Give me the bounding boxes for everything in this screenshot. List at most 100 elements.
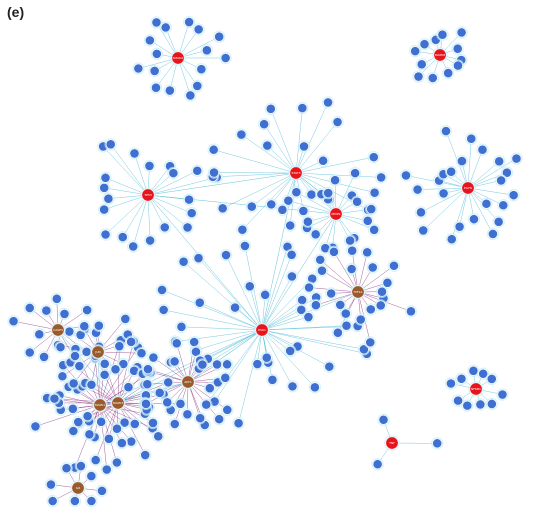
leaf-node <box>220 358 234 371</box>
hub-node-il6: IL6 <box>70 480 86 496</box>
node-circle <box>86 379 97 390</box>
leaf-node <box>29 420 42 433</box>
leaf-node <box>496 388 509 401</box>
node-circle <box>310 229 321 240</box>
leaf-node <box>193 296 206 309</box>
node-circle <box>369 224 380 235</box>
leaf-node <box>375 285 389 298</box>
hub-node-esr1: ESR1 <box>254 322 270 338</box>
leaf-node <box>210 358 224 371</box>
leaf-node <box>99 171 112 185</box>
node-circle <box>144 161 155 171</box>
leaf-node <box>315 264 329 277</box>
node-circle <box>151 17 162 28</box>
node-circle <box>73 417 84 427</box>
leaf-node <box>455 372 468 385</box>
hub-edge <box>261 213 337 331</box>
leaf-edge <box>261 329 367 355</box>
leaf-node <box>83 428 96 441</box>
node-circle <box>401 170 411 181</box>
node-circle <box>178 256 189 267</box>
node-circle <box>406 306 416 317</box>
node-circle <box>462 400 473 411</box>
leaf-node <box>324 287 338 300</box>
leaf-node <box>95 484 109 498</box>
leaf-node <box>323 360 336 373</box>
leaf-node <box>74 459 88 473</box>
node-circle <box>446 166 457 177</box>
leaf-node <box>374 171 388 184</box>
node-circle <box>318 155 329 166</box>
node-circle <box>159 222 170 233</box>
leaf-node <box>94 415 108 429</box>
leaf-edge <box>261 316 309 331</box>
node-circle <box>236 129 247 140</box>
node-circle <box>410 46 421 57</box>
leaf-node <box>510 152 523 165</box>
node-circle <box>289 166 303 180</box>
leaf-node <box>492 155 506 168</box>
leaf-node <box>476 143 489 156</box>
leaf-edge <box>295 121 338 174</box>
node-circle <box>456 373 467 384</box>
node-circle <box>303 312 314 322</box>
leaf-node <box>232 416 245 430</box>
leaf-node <box>98 181 111 195</box>
node-circle <box>222 359 233 370</box>
leaf-node <box>7 315 20 328</box>
node-circle <box>306 189 317 200</box>
leaf-node <box>81 409 94 423</box>
node-circle <box>508 190 519 201</box>
leaf-edge <box>95 402 119 461</box>
node-circle <box>143 364 153 375</box>
node-circle <box>164 85 175 96</box>
node-circle <box>129 148 140 159</box>
leaf-edge <box>295 156 374 174</box>
node-circle <box>475 399 486 410</box>
leaf-edge <box>420 187 469 213</box>
node-circle <box>469 214 479 225</box>
leaf-node <box>494 174 508 187</box>
node-circle <box>212 359 222 370</box>
node-circle <box>323 97 333 108</box>
leaf-node <box>309 228 322 241</box>
node-circle <box>100 229 111 240</box>
leaf-node <box>507 188 520 202</box>
node-circle <box>341 320 352 331</box>
node-circle <box>497 389 508 400</box>
node-circle <box>126 336 137 347</box>
node-circle <box>189 337 200 347</box>
leaf-node <box>286 380 299 393</box>
leaf-node <box>122 381 135 394</box>
leaf-edge <box>238 329 263 424</box>
node-circle <box>129 419 140 429</box>
node-circle <box>419 39 430 50</box>
leaf-node <box>321 96 335 109</box>
leaf-node <box>191 164 204 177</box>
leaf-edge <box>94 358 101 406</box>
node-circle <box>201 45 212 56</box>
node-circle <box>233 418 244 429</box>
leaf-node <box>143 234 157 247</box>
node-circle <box>186 208 197 219</box>
leaf-node <box>216 202 229 215</box>
node-circle <box>220 372 231 383</box>
leaf-node <box>102 192 115 205</box>
hub-node-stat3: STAT3 <box>288 165 304 181</box>
node-circle <box>209 167 219 178</box>
node-circle <box>196 64 207 75</box>
node-circle <box>477 144 488 155</box>
leaf-node <box>191 79 204 93</box>
leaf-node <box>200 398 213 411</box>
leaf-node <box>442 66 455 80</box>
leaf-edge <box>288 200 337 215</box>
leaf-node <box>135 346 148 360</box>
node-circle <box>148 418 158 428</box>
leaf-node <box>451 59 465 72</box>
node-circle <box>61 463 72 474</box>
node-circle <box>46 479 56 490</box>
node-circle <box>67 403 78 414</box>
leaf-edge <box>333 251 359 293</box>
node-circle <box>372 459 383 470</box>
leaf-node <box>264 102 277 116</box>
